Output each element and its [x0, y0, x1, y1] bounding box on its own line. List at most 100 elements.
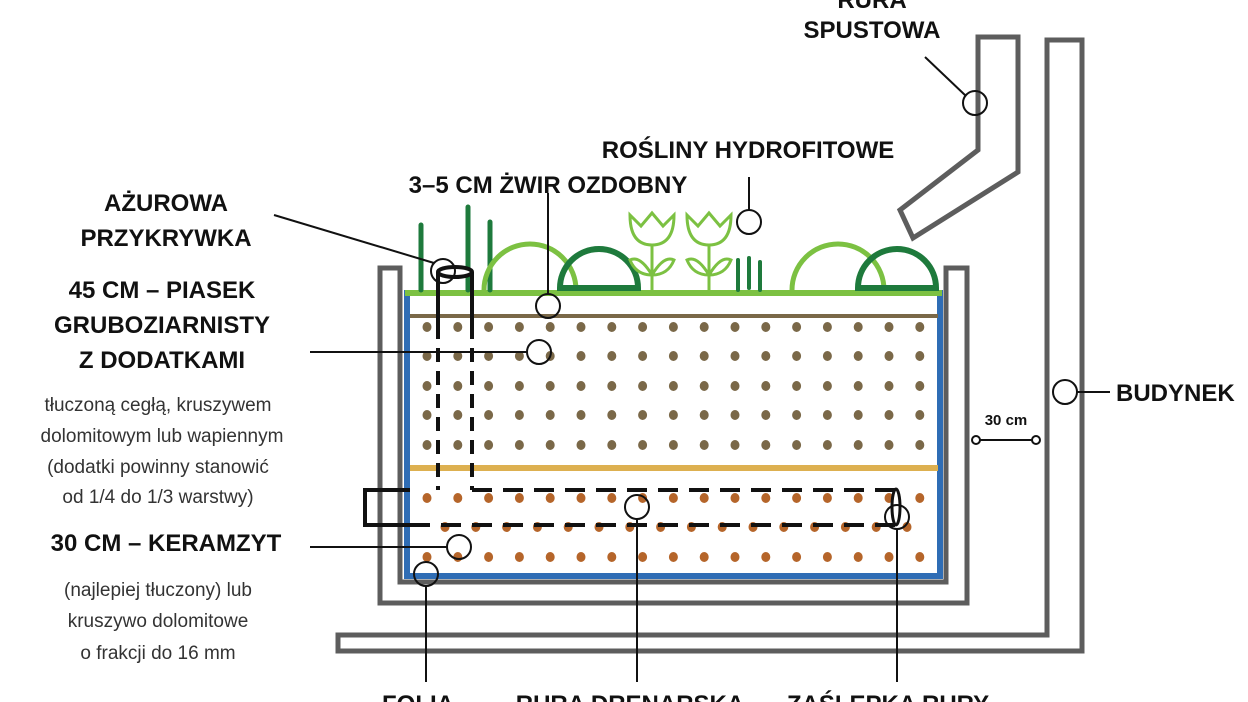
soil-dot	[422, 381, 432, 391]
soil-dot	[792, 440, 802, 450]
soil-dot	[699, 410, 709, 420]
building-label: BUDYNEK	[1116, 380, 1235, 407]
plants	[418, 204, 940, 293]
soil-dot	[699, 381, 709, 391]
soil-dot	[915, 351, 925, 361]
cover-label-2: PRZYKRYWKA	[80, 225, 251, 252]
soil-dot	[514, 381, 524, 391]
soil-dot	[668, 381, 678, 391]
soil-dot	[915, 322, 925, 332]
soil-dot	[699, 493, 709, 503]
soil-dot	[607, 410, 617, 420]
clay-desc-3: o frakcji do 16 mm	[80, 643, 235, 664]
drain-pipe-label: RURA DRENARSKA	[516, 691, 744, 702]
soil-dot	[761, 493, 771, 503]
soil-dot	[545, 440, 555, 450]
soil-dot	[638, 552, 648, 562]
soil-dot	[792, 351, 802, 361]
soil-dot	[576, 493, 586, 503]
soil-dot	[730, 381, 740, 391]
soil-dot	[668, 410, 678, 420]
soil-dot	[514, 440, 524, 450]
soil-dot	[822, 322, 832, 332]
sand-desc-3: (dodatki powinny stanowić	[47, 457, 269, 478]
soil-dot	[607, 552, 617, 562]
soil-dot	[453, 381, 463, 391]
soil-dot	[484, 351, 494, 361]
soil-dot	[638, 440, 648, 450]
soil-dot	[822, 381, 832, 391]
soil-dot	[884, 381, 894, 391]
soil-dot	[545, 381, 555, 391]
soil-dot	[730, 440, 740, 450]
soil-dot	[822, 493, 832, 503]
downspout-pipe	[896, 34, 1021, 242]
soil-dot	[792, 493, 802, 503]
soil-dot	[853, 493, 863, 503]
soil-dot	[822, 440, 832, 450]
soil-dot	[761, 440, 771, 450]
soil-dot	[853, 351, 863, 361]
soil-dot	[607, 351, 617, 361]
soil-dot	[545, 322, 555, 332]
plants-label: ROŚLINY HYDROFITOWE	[602, 136, 894, 164]
soil-dot	[576, 351, 586, 361]
soil-dot	[484, 493, 494, 503]
soil-dot	[884, 410, 894, 420]
downspout-label-1: RURA	[837, 0, 906, 14]
distance-label: 30 cm	[985, 412, 1028, 429]
soil-dot	[576, 410, 586, 420]
soil-dot	[514, 322, 524, 332]
soil-dot	[638, 410, 648, 420]
soil-dot	[668, 440, 678, 450]
soil-dot	[699, 440, 709, 450]
soil-dot	[668, 493, 678, 503]
downspout-label-2: SPUSTOWA	[804, 17, 941, 44]
soil-dot	[422, 493, 432, 503]
soil-dot	[699, 322, 709, 332]
sand-desc-1: tłuczoną cegłą, kruszywem	[44, 395, 271, 416]
soil-dot	[453, 552, 463, 562]
soil-dot	[902, 522, 912, 532]
soil-dot	[761, 410, 771, 420]
soil-dots	[422, 322, 925, 562]
soil-dot	[607, 493, 617, 503]
soil-dot	[884, 440, 894, 450]
soil-dot	[730, 322, 740, 332]
soil-dot	[884, 351, 894, 361]
soil-dot	[576, 440, 586, 450]
soil-dot	[792, 410, 802, 420]
soil-dot	[514, 552, 524, 562]
sand-label-1: 45 CM – PIASEK	[69, 277, 256, 304]
soil-dot	[576, 381, 586, 391]
soil-dot	[638, 322, 648, 332]
soil-dot	[915, 552, 925, 562]
soil-dot	[730, 410, 740, 420]
soil-dot	[514, 351, 524, 361]
soil-dot	[699, 351, 709, 361]
soil-dot	[730, 351, 740, 361]
sand-label-2: GRUBOZIARNISTY	[54, 312, 270, 339]
soil-dot	[792, 552, 802, 562]
pipe-cap-label: ZAŚLEPKA RURY	[787, 690, 989, 702]
soil-dot	[761, 351, 771, 361]
soil-dot	[822, 351, 832, 361]
soil-dot	[884, 552, 894, 562]
soil-dot	[422, 322, 432, 332]
clay-label: 30 CM – KERAMZYT	[51, 530, 282, 557]
soil-dot	[422, 552, 432, 562]
sand-label-3: Z DODATKAMI	[79, 347, 245, 374]
soil-dot	[761, 552, 771, 562]
soil-dot	[853, 381, 863, 391]
soil-dot	[761, 381, 771, 391]
leader-lines	[273, 56, 1110, 682]
soil-dot	[453, 410, 463, 420]
soil-dot	[453, 440, 463, 450]
soil-dot	[822, 552, 832, 562]
soil-dot	[761, 322, 771, 332]
clay-desc-2: kruszywo dolomitowe	[68, 611, 249, 632]
soil-dot	[484, 381, 494, 391]
sand-desc-4: od 1/4 do 1/3 warstwy)	[62, 487, 253, 508]
soil-dot	[422, 440, 432, 450]
